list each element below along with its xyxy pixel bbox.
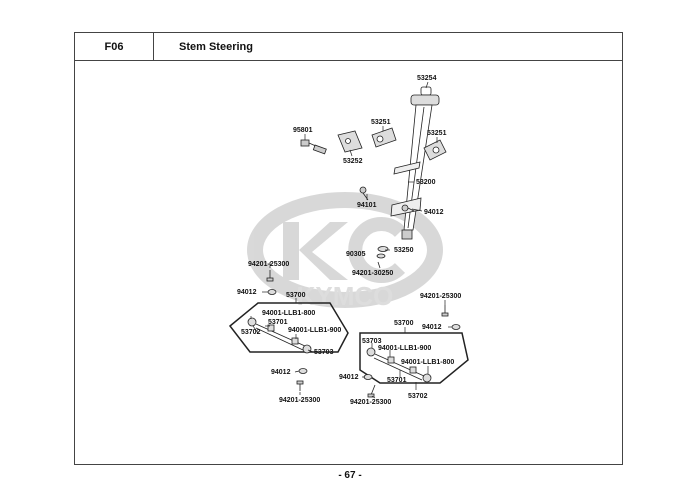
label-94001-llb1-900-a: 94001-LLB1-900 bbox=[288, 327, 341, 334]
label-90305: 90305 bbox=[346, 251, 366, 258]
label-94201-30250: 94201-30250 bbox=[352, 270, 393, 277]
label-94101: 94101 bbox=[357, 202, 377, 209]
bracket-53252 bbox=[337, 130, 363, 153]
label-94201-25300-b: 94201-25300 bbox=[279, 397, 320, 404]
label-53200: 53200 bbox=[416, 179, 436, 186]
kymco-watermark: KYMCO bbox=[247, 192, 443, 311]
label-94001-llb1-800-b: 94001-LLB1-800 bbox=[401, 359, 454, 366]
label-94012-a: 94012 bbox=[424, 209, 444, 216]
nut-94012-left-bottom bbox=[298, 368, 308, 374]
label-53700-b: 53700 bbox=[394, 320, 414, 327]
label-53702-b: 53702 bbox=[408, 393, 428, 400]
label-95801: 95801 bbox=[293, 127, 313, 134]
leader-lines bbox=[250, 81, 452, 399]
parts-frame: F06 Stem Steering bbox=[74, 32, 623, 465]
nut-94012-right-bottom bbox=[363, 374, 373, 380]
label-94012-c: 94012 bbox=[271, 369, 291, 376]
bracket-53251-right bbox=[423, 139, 447, 161]
label-53702-a: 53702 bbox=[241, 329, 261, 336]
label-53701-b: 53701 bbox=[387, 377, 407, 384]
watermark-text: KYMCO bbox=[297, 281, 394, 311]
fastener-94201-right-bottom bbox=[367, 384, 376, 398]
bolt-95801 bbox=[300, 139, 327, 155]
label-94012-d: 94012 bbox=[422, 324, 442, 331]
label-53254: 53254 bbox=[417, 75, 437, 82]
label-94012-e: 94012 bbox=[339, 374, 359, 381]
label-94201-25300-c: 94201-25300 bbox=[420, 293, 461, 300]
fastener-94201-left-top bbox=[266, 270, 274, 282]
fastener-94201-left-bottom bbox=[296, 380, 304, 391]
label-53251-b: 53251 bbox=[427, 130, 447, 137]
label-94012-b: 94012 bbox=[237, 289, 257, 296]
label-53701-a: 53701 bbox=[268, 319, 288, 326]
section-title: Stem Steering bbox=[179, 40, 253, 53]
label-53703-b: 53703 bbox=[362, 338, 382, 345]
nut-94012-left bbox=[267, 289, 277, 295]
label-94001-llb1-800-a: 94001-LLB1-800 bbox=[262, 310, 315, 317]
header-row: F06 Stem Steering bbox=[75, 33, 622, 61]
tie-rod-right-box bbox=[359, 332, 469, 384]
bracket-53251-left bbox=[371, 127, 397, 148]
nut-94012-right-top bbox=[451, 324, 461, 330]
label-94001-llb1-900-b: 94001-LLB1-900 bbox=[378, 345, 431, 352]
tie-rod-left-box bbox=[228, 302, 349, 353]
tie-rod-left bbox=[247, 317, 312, 354]
part-labels: 53254 53251 53251 95801 53252 53200 9410… bbox=[237, 75, 461, 406]
label-94201-25300-a: 94201-25300 bbox=[248, 261, 289, 268]
label-53700-a: 53700 bbox=[286, 292, 306, 299]
label-53703-a: 53703 bbox=[314, 349, 334, 356]
label-53250: 53250 bbox=[394, 247, 414, 254]
label-53251-a: 53251 bbox=[371, 119, 391, 126]
page-number: - 67 - bbox=[338, 470, 362, 481]
nut-94012-upper bbox=[401, 204, 415, 212]
tie-rod-right bbox=[366, 347, 432, 383]
label-94201-25300-d: 94201-25300 bbox=[350, 399, 391, 406]
section-code: F06 bbox=[75, 33, 154, 60]
label-53252: 53252 bbox=[343, 158, 363, 165]
fastener-94201-right-top bbox=[441, 305, 449, 317]
